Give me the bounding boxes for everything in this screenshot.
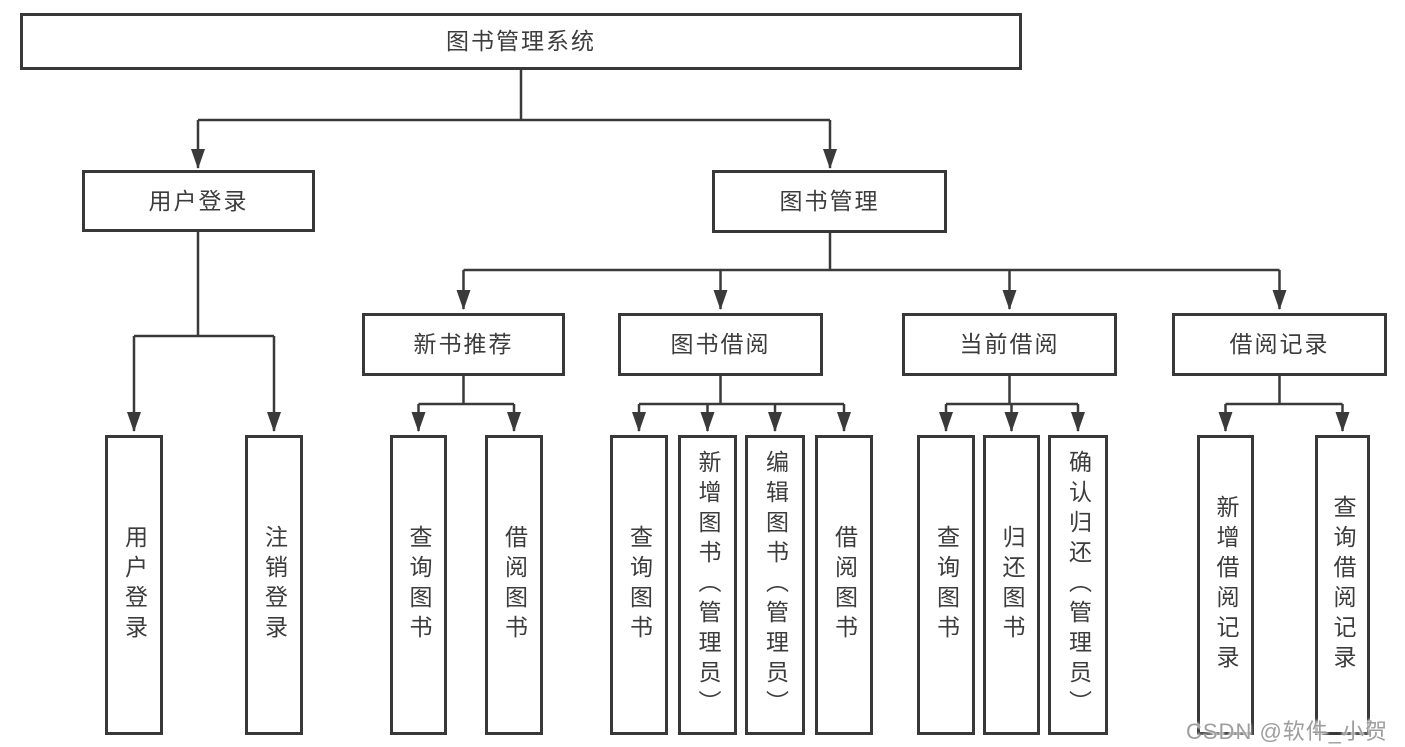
leaf-query-borrow-record: 查询借阅记录 — [1315, 435, 1370, 735]
leaf-edit-book-admin: 编辑图书（管理员） — [745, 435, 805, 735]
leaf-add-book-admin: 新增图书（管理员） — [678, 435, 737, 735]
node-current-borrow: 当前借阅 — [902, 313, 1117, 376]
leaf-return-book: 归还图书 — [983, 435, 1040, 735]
csdn-watermark: CSDN @软件_小贺同学 — [1186, 719, 1389, 744]
leaf-add-borrow-record: 新增借阅记录 — [1197, 435, 1254, 735]
leaf-logout: 注销登录 — [245, 435, 303, 735]
node-borrow-records: 借阅记录 — [1172, 313, 1387, 376]
leaf-user-login: 用户登录 — [105, 435, 163, 735]
leaf-borrow-book: 借阅图书 — [485, 435, 543, 735]
node-book-management: 图书管理 — [712, 170, 947, 233]
node-book-borrow: 图书借阅 — [618, 313, 823, 376]
leaf-borrow-book: 借阅图书 — [815, 435, 873, 735]
node-user-login: 用户登录 — [82, 170, 315, 232]
leaf-query-book: 查询图书 — [610, 435, 668, 735]
node-new-book-recommend: 新书推荐 — [362, 313, 565, 376]
leaf-query-book: 查询图书 — [390, 435, 447, 735]
leaf-query-book: 查询图书 — [917, 435, 975, 735]
leaf-confirm-return-admin: 确认归还（管理员） — [1048, 435, 1108, 735]
node-root-system: 图书管理系统 — [20, 13, 1022, 70]
